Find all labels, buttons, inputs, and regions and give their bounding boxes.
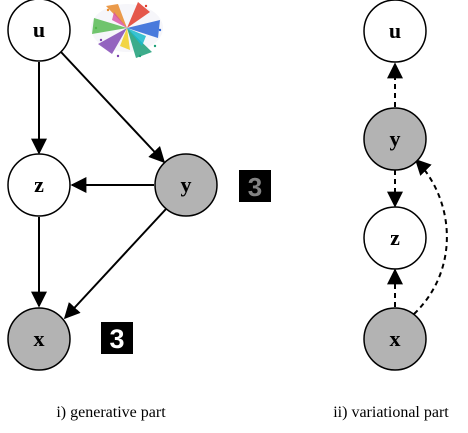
variational-caption: ii) variational part	[333, 404, 449, 421]
gen-node-x-label: x	[34, 326, 45, 351]
digit-thumbnail-y: 3	[239, 170, 271, 202]
gen-node-y: y	[154, 153, 218, 217]
gen-node-u-label: u	[33, 17, 45, 42]
edge-u-y	[60, 51, 166, 164]
var-node-x: x	[363, 307, 427, 371]
var-node-x-label: x	[390, 326, 401, 351]
var-node-y: y	[363, 107, 427, 171]
var-node-z-label: z	[390, 225, 400, 250]
edge-x-y	[413, 158, 448, 315]
var-node-u-label: u	[389, 18, 401, 43]
gen-node-z: z	[7, 153, 71, 217]
generative-panel: u z y x	[7, 0, 271, 421]
var-node-u: u	[363, 0, 427, 63]
digit-thumbnail-y-digit: 3	[248, 172, 262, 202]
generative-caption: i) generative part	[56, 404, 166, 421]
gen-node-y-label: y	[181, 172, 192, 197]
latent-scatter-thumbnail	[91, 2, 163, 58]
gen-node-z-label: z	[34, 172, 44, 197]
variational-panel: u y z x ii) variational part	[333, 0, 449, 421]
digit-thumbnail-x-digit: 3	[109, 324, 124, 354]
var-node-y-label: y	[390, 126, 401, 151]
gen-node-u: u	[7, 0, 71, 62]
var-node-z: z	[363, 206, 427, 270]
gen-node-x: x	[7, 307, 71, 371]
edge-y-x	[63, 208, 167, 320]
digit-thumbnail-x: 3	[101, 322, 133, 354]
